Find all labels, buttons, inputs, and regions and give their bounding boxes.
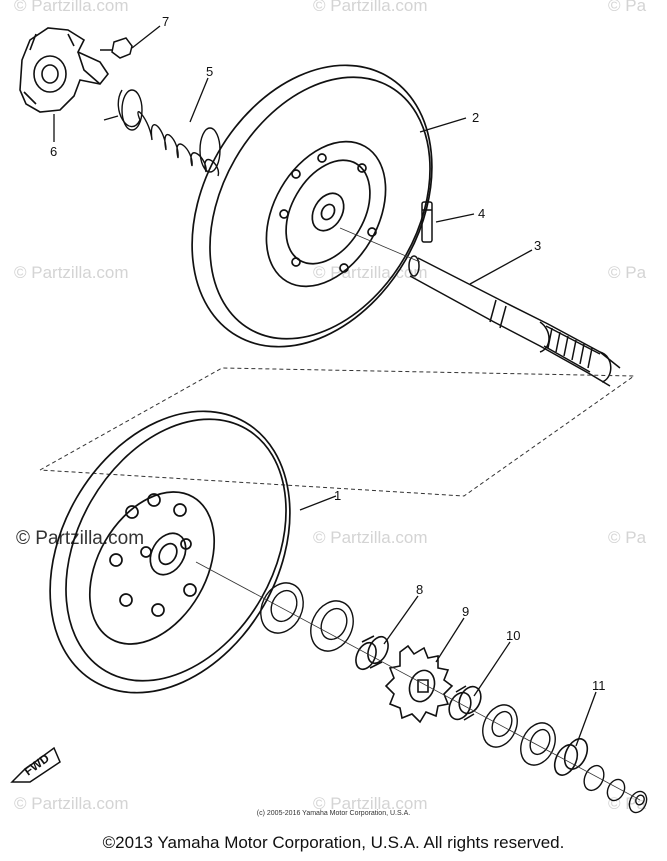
key-part [421,201,433,243]
callout-3: 3 [534,238,541,253]
fwd-label: FWD [22,751,53,779]
watermark: © Partzilla.com [14,263,129,282]
assembly-axis [339,227,421,263]
watermark: © Partzilla.com [14,0,129,15]
washer-part [553,738,589,776]
bearing-part [260,582,354,652]
callout-7: 7 [162,14,169,29]
spring-part [103,89,221,177]
bearing-part [482,704,556,766]
shaft-part [408,255,621,387]
callout-1: 1 [334,488,341,503]
cam-part [19,27,109,113]
copyright-notice: ©2013 Yamaha Motor Corporation, U.S.A. A… [102,833,565,852]
callout-11: 11 [592,678,606,693]
callout-4: 4 [478,206,485,221]
callout-8: 8 [416,582,423,597]
sheave-2-part [191,64,433,348]
watermark: © Pa [608,528,647,547]
assembly-axis [195,561,641,801]
watermark: © Partzilla.com [16,528,145,549]
leader-lines [53,25,597,747]
sheave-1-part [49,410,291,694]
callout-5: 5 [206,64,213,79]
small-copyright: (c) 2005-2016 Yamaha Motor Corporation, … [256,810,411,817]
fwd-arrow-icon: FWD [10,746,61,783]
watermark: © Partzilla.com [313,0,428,15]
watermark: © Pa [608,263,647,282]
callout-9: 9 [462,604,469,619]
slider-part [100,37,133,59]
collar-8-part [355,635,389,671]
callout-10: 10 [506,628,520,643]
watermark: © Pa [608,0,647,15]
watermark: © Partzilla.com [14,794,129,813]
watermark: © Partzilla.com [313,528,428,547]
callout-6: 6 [50,144,57,159]
callout-2: 2 [472,110,479,125]
nut-part [583,764,648,814]
watermark: © Partzilla.com [313,794,428,813]
sprocket-part [384,644,454,724]
alignment-frame [39,367,636,497]
collar-10-part [448,685,482,721]
